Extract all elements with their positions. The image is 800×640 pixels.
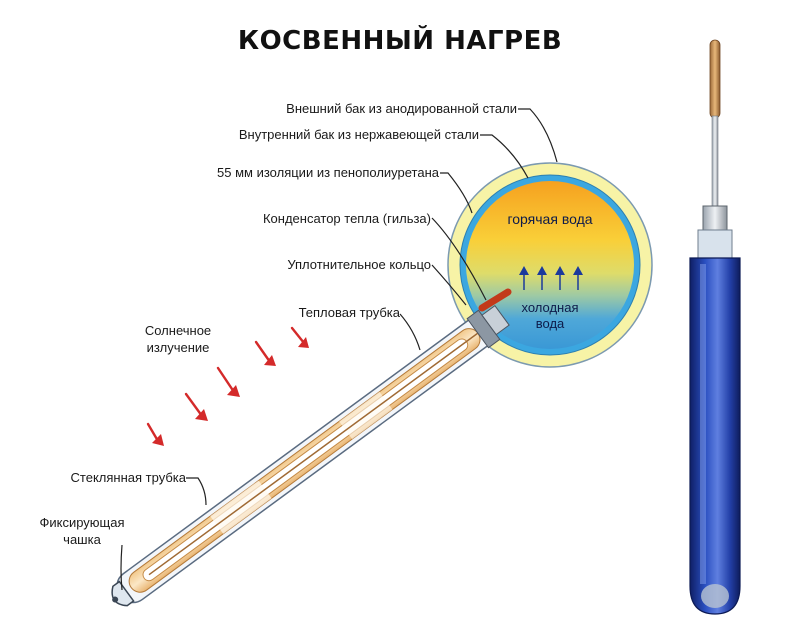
label-solar-radiation-line1: Солнечное bbox=[144, 323, 212, 338]
tube-collar bbox=[702, 205, 728, 233]
heat-condenser-sleeve bbox=[478, 288, 512, 312]
label-cold-water-line1: холодная bbox=[521, 300, 579, 315]
tube-rod bbox=[711, 115, 719, 209]
water-volume bbox=[466, 181, 634, 349]
label-fixing-cup-line1: Фиксирующая bbox=[39, 515, 125, 530]
label-cold-water: холодная вода bbox=[480, 300, 620, 332]
label-outer-tank: Внешний бак из анодированной стали bbox=[286, 101, 517, 116]
heat-rising-arrows bbox=[519, 266, 583, 290]
label-insulation: 55 мм изоляции из пенополиуретана bbox=[217, 165, 439, 180]
label-hot-water: горячая вода bbox=[507, 211, 593, 227]
label-heat-condenser: Конденсатор тепла (гильза) bbox=[262, 211, 431, 226]
label-inner-tank: Внутренний бак из нержавеющей стали bbox=[238, 127, 479, 142]
label-fixing-cup-line2: чашка bbox=[63, 532, 101, 547]
label-solar-radiation: Солнечное излучение bbox=[118, 322, 238, 356]
label-heat-pipe: Тепловая трубка bbox=[298, 305, 400, 320]
tube-glass-neck bbox=[697, 229, 733, 261]
label-seal-ring: Уплотнительное кольцо bbox=[287, 257, 431, 272]
label-fixing-cup: Фиксирующая чашка bbox=[22, 514, 142, 548]
page-title: КОСВЕННЫЙ НАГРЕВ bbox=[237, 26, 563, 56]
solar-radiation-arrows bbox=[146, 326, 309, 446]
tube-glass-body bbox=[689, 257, 741, 615]
label-glass-tube: Стеклянная трубка bbox=[70, 470, 186, 485]
label-solar-radiation-line2: излучение bbox=[146, 340, 210, 355]
vertical-tube-illustration bbox=[689, 39, 741, 615]
diagonal-glass-tube bbox=[111, 305, 510, 607]
label-cold-water-line2: вода bbox=[535, 316, 565, 331]
leader-lines bbox=[120, 108, 558, 591]
